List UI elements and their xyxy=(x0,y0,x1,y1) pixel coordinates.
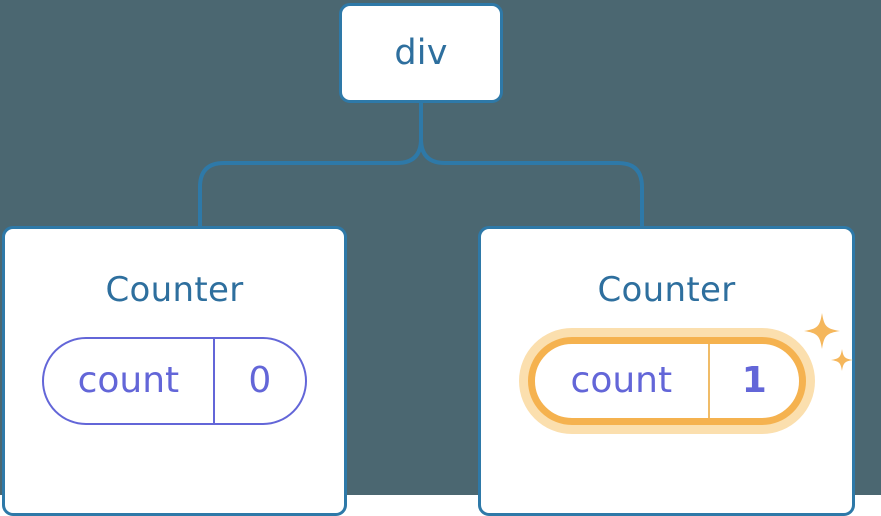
node-counter-left[interactable]: Counter count 0 xyxy=(2,226,347,516)
node-label: Counter xyxy=(597,270,736,310)
state-value: 0 xyxy=(212,339,305,423)
node-label: div xyxy=(394,32,448,73)
tree-edges xyxy=(198,99,644,230)
state-key: count xyxy=(570,360,673,401)
state-pill[interactable]: count 0 xyxy=(42,337,307,425)
sparkle-icon xyxy=(803,313,853,371)
node-label: Counter xyxy=(105,270,244,310)
state-pill-highlighted[interactable]: count 1 xyxy=(527,337,806,425)
state-pill-wrapper: count 1 xyxy=(527,313,853,425)
state-key: count xyxy=(77,360,180,401)
state-value: 1 xyxy=(708,344,798,418)
node-div[interactable]: div xyxy=(339,3,503,103)
node-counter-right[interactable]: Counter count 1 xyxy=(478,226,855,516)
state-pill-wrapper: count 0 xyxy=(42,337,307,425)
